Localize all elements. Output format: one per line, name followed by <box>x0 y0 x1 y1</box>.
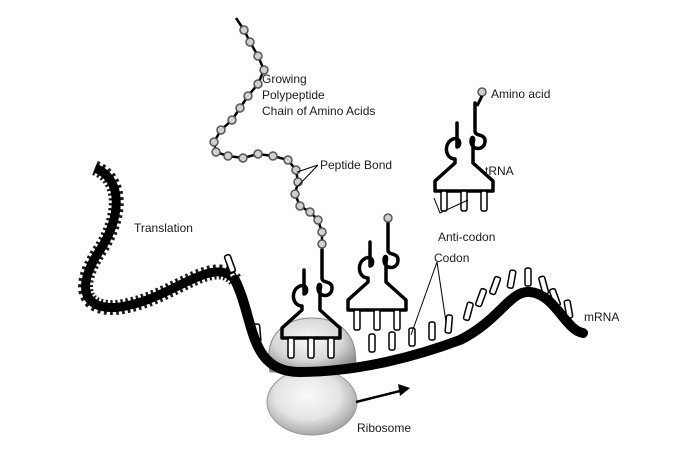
amino-acid-bead <box>223 151 233 161</box>
amino-acid-bead <box>317 239 327 249</box>
amino-acid-bead <box>238 153 248 163</box>
arrowhead-icon <box>398 384 410 396</box>
amino-acid-bead <box>235 103 245 113</box>
amino-acid-bead <box>245 37 255 47</box>
amino-acid-bead <box>283 155 293 165</box>
amino-acid-bead <box>295 201 305 211</box>
trna-incoming <box>346 220 408 332</box>
amino-acid-bead <box>383 213 393 223</box>
label-amino-acid: Amino acid <box>491 87 550 101</box>
codon-base <box>368 333 376 353</box>
codon-base <box>444 314 454 334</box>
codon-base <box>524 267 532 287</box>
amino-acid-bead <box>305 207 315 217</box>
amino-acid-bead <box>290 189 300 199</box>
polypeptide-chain <box>209 17 327 249</box>
amino-acid-bead <box>268 151 278 161</box>
label-chain-of-amino-acids: Chain of Amino Acids <box>262 104 375 118</box>
label-polypeptide: Polypeptide <box>262 88 325 102</box>
amino-acid-bead <box>243 91 253 101</box>
amino-acid-bead <box>259 65 269 75</box>
label-ribosome: Ribosome <box>357 421 411 435</box>
codon-base <box>428 321 436 341</box>
label-codon: Codon <box>434 251 469 265</box>
label-translation: Translation <box>134 221 193 235</box>
amino-acid-bead <box>253 79 263 89</box>
mrna-strand <box>230 275 588 378</box>
codon-base <box>506 269 517 289</box>
amino-acid-link <box>475 95 484 107</box>
amino-acid-bead <box>291 165 301 175</box>
amino-acid-bead <box>313 215 323 225</box>
direction-arrow <box>355 388 405 404</box>
amino-acid-bead <box>253 51 263 61</box>
amino-acid-bead <box>477 87 487 97</box>
codon-base <box>408 327 416 347</box>
amino-acid-bead <box>209 137 219 147</box>
mrna-tail-ticks <box>78 161 241 316</box>
trna-free <box>433 101 495 213</box>
trna-bound <box>280 248 342 360</box>
amino-acid-bead <box>227 115 237 125</box>
label-anticodon: Anti-codon <box>438 230 495 244</box>
label-mrna: mRNA <box>584 310 619 324</box>
codon-base <box>474 287 488 308</box>
amino-acid-bead <box>293 177 303 187</box>
label-growing: Growing <box>262 72 307 86</box>
label-trna: tRNA <box>485 164 514 178</box>
ribosome-small-subunit <box>266 368 358 436</box>
codon-base <box>388 331 396 351</box>
amino-acid-bead <box>216 125 226 135</box>
amino-acid-bead <box>253 149 263 159</box>
codon-base <box>488 275 502 296</box>
codon-base <box>462 301 474 322</box>
amino-acid-bead <box>211 147 221 157</box>
amino-acid-bead <box>317 227 327 237</box>
amino-acid-bead <box>239 25 249 35</box>
label-peptide-bond: Peptide Bond <box>320 158 392 172</box>
pointer-lines <box>295 164 469 336</box>
